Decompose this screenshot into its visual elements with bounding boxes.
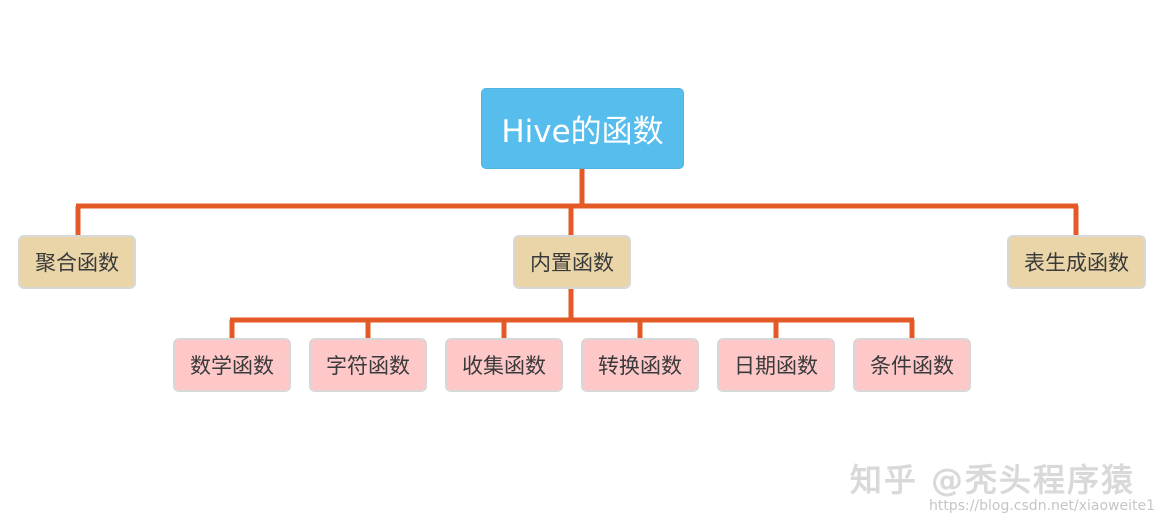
node-label: 条件函数 xyxy=(870,354,954,378)
root-node[interactable]: Hive的函数 xyxy=(481,88,684,169)
node-string-functions[interactable]: 字符函数 xyxy=(309,338,427,392)
root-node-label: Hive的函数 xyxy=(501,114,664,150)
node-builtin-functions[interactable]: 内置函数 xyxy=(513,235,631,289)
node-label: 聚合函数 xyxy=(35,251,119,275)
node-conditional-functions[interactable]: 条件函数 xyxy=(853,338,971,392)
source-url-watermark: https://blog.csdn.net/xiaoweite1 xyxy=(928,498,1155,514)
node-label: 字符函数 xyxy=(326,354,410,378)
node-label: 数学函数 xyxy=(190,354,274,378)
node-label: 日期函数 xyxy=(734,354,818,378)
node-conversion-functions[interactable]: 转换函数 xyxy=(581,338,699,392)
node-label: 内置函数 xyxy=(530,251,614,275)
node-table-generating-functions[interactable]: 表生成函数 xyxy=(1007,235,1146,289)
node-label: 转换函数 xyxy=(598,354,682,378)
node-aggregate-functions[interactable]: 聚合函数 xyxy=(18,235,136,289)
node-label: 表生成函数 xyxy=(1024,251,1129,275)
brand-watermark: 知乎 @秃头程序猿 xyxy=(849,461,1135,499)
node-date-functions[interactable]: 日期函数 xyxy=(717,338,835,392)
node-label: 收集函数 xyxy=(462,354,546,378)
node-math-functions[interactable]: 数学函数 xyxy=(173,338,291,392)
node-collection-functions[interactable]: 收集函数 xyxy=(445,338,563,392)
